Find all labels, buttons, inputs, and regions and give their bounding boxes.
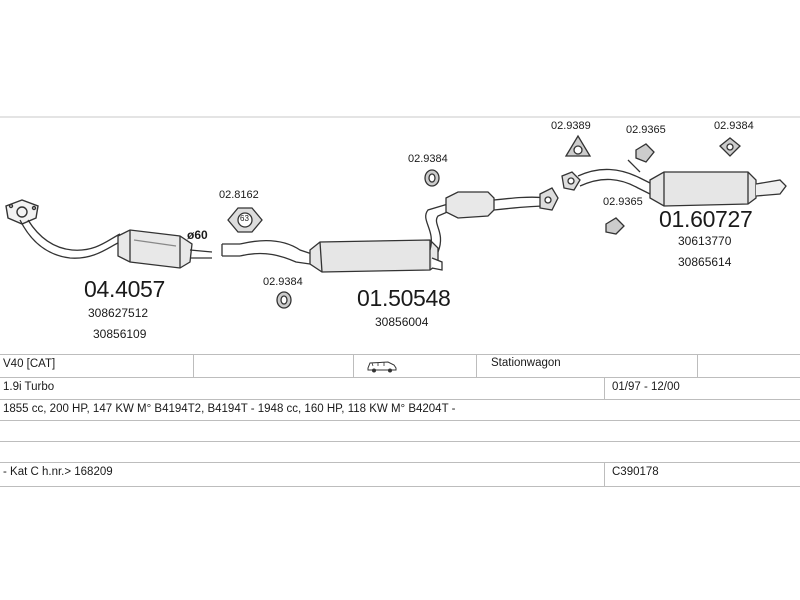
part-number: 02.9384: [714, 120, 754, 132]
reference-code: C390178: [612, 466, 659, 478]
rubber-mount-icon: [635, 143, 655, 163]
engine-name: 1.9i Turbo: [3, 381, 55, 393]
part-number: 02.9365: [626, 124, 666, 136]
rear-flange: [561, 171, 581, 191]
oe-number: 30865614: [678, 255, 732, 269]
flange-icon: [539, 187, 559, 211]
front-flange: [5, 199, 39, 225]
catalyst-note: - Kat C h.nr.> 168209: [3, 466, 113, 478]
resonator: [445, 191, 549, 219]
oe-number: 308627512: [88, 306, 149, 320]
oe-number: 30613770: [678, 234, 732, 248]
oe-number: 30856109: [93, 327, 147, 341]
rear-pipe: [577, 159, 657, 197]
table-divider: [0, 441, 800, 442]
table-divider: [0, 354, 800, 355]
station-wagon-icon: [366, 359, 398, 378]
front-pipe: [19, 219, 121, 259]
production-years: 01/97 - 12/00: [612, 381, 680, 393]
rubber-mount-icon: [605, 217, 625, 235]
table-divider: [0, 399, 800, 400]
table-divider: [604, 462, 605, 486]
part-number: 02.9389: [551, 120, 591, 132]
part-number: 01.50548: [357, 285, 451, 311]
table-divider: [0, 462, 800, 463]
table-divider: [604, 377, 605, 399]
vehicle-model: V40 [CAT]: [3, 358, 56, 370]
table-divider: [0, 420, 800, 421]
part-number: 02.8162: [219, 189, 259, 201]
intermediate-pipe: [221, 239, 313, 265]
table-divider: [353, 354, 354, 377]
table-divider: [193, 354, 194, 377]
engine-specs: 1855 cc, 200 HP, 147 KW M° B4194T2, B419…: [3, 403, 456, 415]
middle-pipe: [425, 203, 453, 253]
table-divider: [0, 486, 800, 487]
table-divider: [0, 377, 800, 378]
gasket-icon: [564, 134, 592, 157]
gasket-63-icon: [227, 207, 263, 233]
part-number: 01.60727: [659, 206, 753, 232]
oe-number: 30856004: [375, 315, 429, 329]
middle-silencer: [309, 239, 443, 273]
clamp-icon: [276, 291, 292, 309]
table-divider: [476, 354, 477, 377]
clamp-icon: [424, 169, 440, 187]
part-number: 04.4057: [84, 276, 166, 302]
catalytic-converter: [117, 229, 213, 269]
rubber-mount-icon: [719, 137, 741, 157]
part-number: 02.9365: [603, 196, 643, 208]
body-type: Stationwagon: [491, 357, 561, 369]
part-number: 02.9384: [263, 276, 303, 288]
rear-silencer: [649, 171, 787, 207]
table-divider: [697, 354, 698, 377]
gasket-size: 63: [240, 214, 249, 223]
part-number: 02.9384: [408, 153, 448, 165]
pipe-diameter: ø60: [187, 228, 208, 242]
